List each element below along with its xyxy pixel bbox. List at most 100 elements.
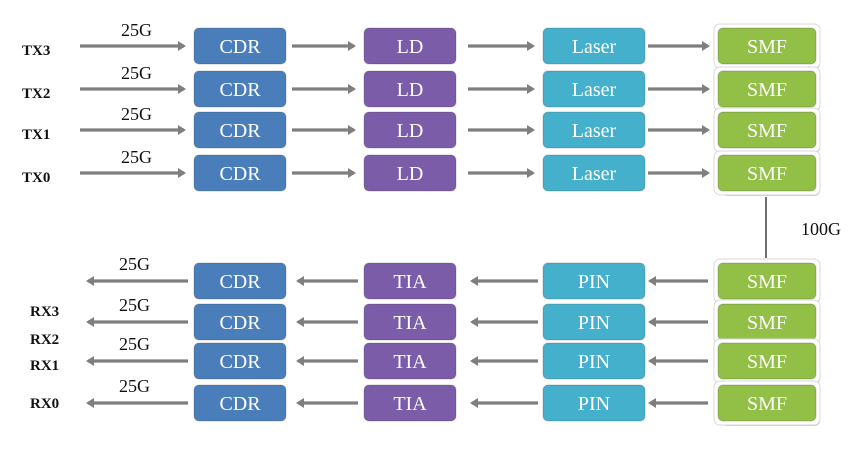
tx3-rate-label: 25G [121,20,152,40]
lane-labels: TX325GTX225GTX125GTX025G25G25G25G25GRX3R… [22,20,841,412]
tx1-ld-block: LD [363,111,457,149]
tx1-smf-block: SMF [713,107,821,153]
tx0-cdr-block-body [193,154,287,192]
rx0-cdr-block-body [193,384,287,422]
rx2-rate-label: 25G [119,295,150,315]
tx3-laser-block-body [542,27,646,65]
tx0-laser-block-label: Laser [572,163,617,185]
rx1-cdr-block: CDR [193,342,287,380]
rx1-tia-block-body [363,342,457,380]
tx1-cdr-block: CDR [193,111,287,149]
tx2-ld-block: LD [363,70,457,108]
rx3-cdr-block-label: CDR [219,271,261,293]
rx0-lane-label: RX0 [30,396,59,412]
rx0-pin-block: PIN [542,384,646,422]
tx2-rate-label: 25G [121,63,152,83]
tx0-smf-block: SMF [713,150,821,196]
tx0-smf-block-label: SMF [747,163,787,185]
tx2-cdr-block-label: CDR [219,79,261,101]
rx2-tia-block: TIA [363,303,457,341]
rx1-cdr-block-body [193,342,287,380]
tx2-smf-block-body [717,70,817,108]
rx1-lane-label: RX1 [30,358,59,374]
tx1-laser-block: Laser [542,111,646,149]
tx2-ld-block-label: LD [397,79,424,101]
rx0-cdr-block-label: CDR [219,393,261,415]
rx3-tia-block-body [363,262,457,300]
rx1-pin-block-label: PIN [578,351,610,373]
rx3-smf-block-label: SMF [747,271,787,293]
tx2-smf-block-label: SMF [747,79,787,101]
tx1-cdr-block-body [193,111,287,149]
tx0-lane-label: TX0 [22,170,50,186]
rx3-cdr-block: CDR [193,262,287,300]
rx3-rate-label: 25G [119,254,150,274]
rx1-rate-label: 25G [119,334,150,354]
rx2-tia-block-body [363,303,457,341]
rx0-tia-block: TIA [363,384,457,422]
rx2-smf-block-label: SMF [747,312,787,334]
tx1-ld-block-body [363,111,457,149]
link-rate-label: 100G [801,219,841,239]
tx0-smf-block-body [717,154,817,192]
tx1-lane-label: TX1 [22,127,50,143]
rx0-smf-block: SMF [713,380,821,426]
tx1-smf-block-body [717,111,817,149]
tx0-laser-block: Laser [542,154,646,192]
tx1-rate-label: 25G [121,104,152,124]
tx0-cdr-block-label: CDR [219,163,261,185]
rx3-lane-label: RX3 [30,304,59,320]
tx0-cdr-block: CDR [193,154,287,192]
rx3-pin-block: PIN [542,262,646,300]
rx0-cdr-block: CDR [193,384,287,422]
tx3-cdr-block-label: CDR [219,36,261,58]
tx3-smf-block: SMF [713,23,821,69]
tx0-laser-block-body [542,154,646,192]
rx0-smf-block-label: SMF [747,393,787,415]
rx3-tia-block: TIA [363,262,457,300]
rx0-smf-block-body [717,384,817,422]
signal-arrows [80,41,710,408]
rx3-pin-block-label: PIN [578,271,610,293]
tx2-cdr-block-body [193,70,287,108]
tx1-laser-block-body [542,111,646,149]
rx1-smf-block-label: SMF [747,351,787,373]
tx1-cdr-block-label: CDR [219,120,261,142]
rx0-pin-block-label: PIN [578,393,610,415]
rx0-tia-block-label: TIA [393,393,427,415]
rx2-pin-block-label: PIN [578,312,610,334]
rx1-cdr-block-label: CDR [219,351,261,373]
tx3-smf-block-body [717,27,817,65]
tx0-ld-block: LD [363,154,457,192]
tx2-ld-block-body [363,70,457,108]
rx0-pin-block-body [542,384,646,422]
tx0-ld-block-body [363,154,457,192]
tx1-laser-block-label: Laser [572,120,617,142]
tx2-laser-block-label: Laser [572,79,617,101]
tx0-ld-block-label: LD [397,163,424,185]
tx3-laser-block: Laser [542,27,646,65]
tx3-cdr-block: CDR [193,27,287,65]
rx2-cdr-block-label: CDR [219,312,261,334]
rx2-cdr-block-body [193,303,287,341]
rx2-tia-block-label: TIA [393,312,427,334]
rx1-smf-block-body [717,342,817,380]
tx3-laser-block-label: Laser [572,36,617,58]
rx1-tia-block-label: TIA [393,351,427,373]
rx2-pin-block: PIN [542,303,646,341]
tx2-smf-block: SMF [713,66,821,112]
tx3-cdr-block-body [193,27,287,65]
tx0-rate-label: 25G [121,147,152,167]
rx3-cdr-block-body [193,262,287,300]
rx2-pin-block-body [542,303,646,341]
tx2-laser-block: Laser [542,70,646,108]
tx3-ld-block-body [363,27,457,65]
rx1-pin-block: PIN [542,342,646,380]
rx1-tia-block: TIA [363,342,457,380]
tx3-lane-label: TX3 [22,43,50,59]
tx3-ld-block-label: LD [397,36,424,58]
rx1-pin-block-body [542,342,646,380]
rx1-smf-block: SMF [713,338,821,384]
